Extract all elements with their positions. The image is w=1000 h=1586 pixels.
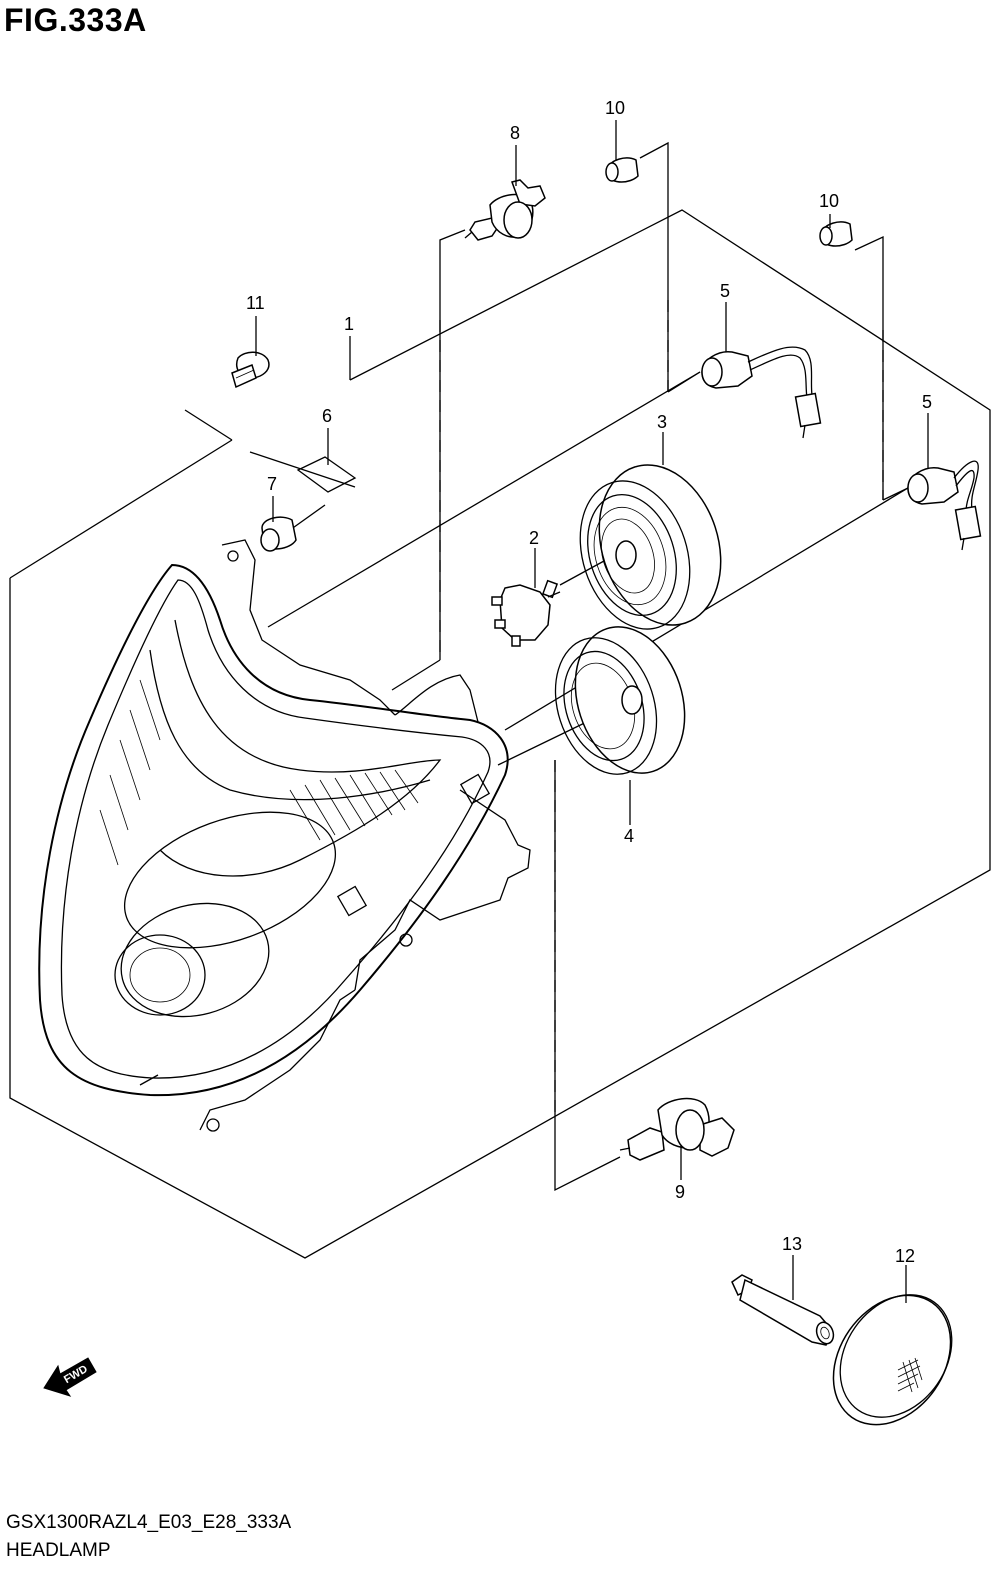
callout-1: 1 [344,314,354,334]
callout-5-top: 5 [720,281,730,301]
part-10-wedge-bulb-top [605,157,639,183]
part-2-socket [491,579,561,647]
part-9-bulb [619,1097,735,1161]
part-4-cover [554,626,686,775]
headlamp-housing [38,539,531,1132]
callout-12: 12 [895,1246,915,1266]
callout-7: 7 [267,474,277,494]
part-5-socket-top [701,346,822,439]
callout-5-right: 5 [922,392,932,412]
part-8-bulb [464,179,546,241]
part-11-screw [231,351,270,389]
part-13-spacer [731,1274,835,1346]
callout-9: 9 [675,1182,685,1202]
callout-2: 2 [529,528,539,548]
callout-6: 6 [322,406,332,426]
figure-title: FIG.333A [4,2,147,38]
model-code-caption: GSX1300RAZL4_E03_E28_333A [6,1512,292,1533]
callout-10-right: 10 [819,191,839,211]
part-7-grommet [260,516,297,552]
figure-name-caption: HEADLAMP [6,1540,111,1561]
part-6-label [296,456,357,493]
callout-13: 13 [782,1234,802,1254]
callout-8: 8 [510,123,520,143]
part-5-socket-right [907,460,982,551]
part-3-cover [579,464,722,630]
callout-4: 4 [624,826,634,846]
callout-10-top: 10 [605,98,625,118]
callout-3: 3 [657,412,667,432]
callout-leaders [255,120,929,1303]
part-12-cap [832,1294,953,1426]
callout-11: 11 [246,293,265,313]
fwd-arrow-icon: FWD [43,1357,97,1397]
assembly-frame [9,209,991,1259]
part-10-wedge-bulb-right [819,221,853,247]
